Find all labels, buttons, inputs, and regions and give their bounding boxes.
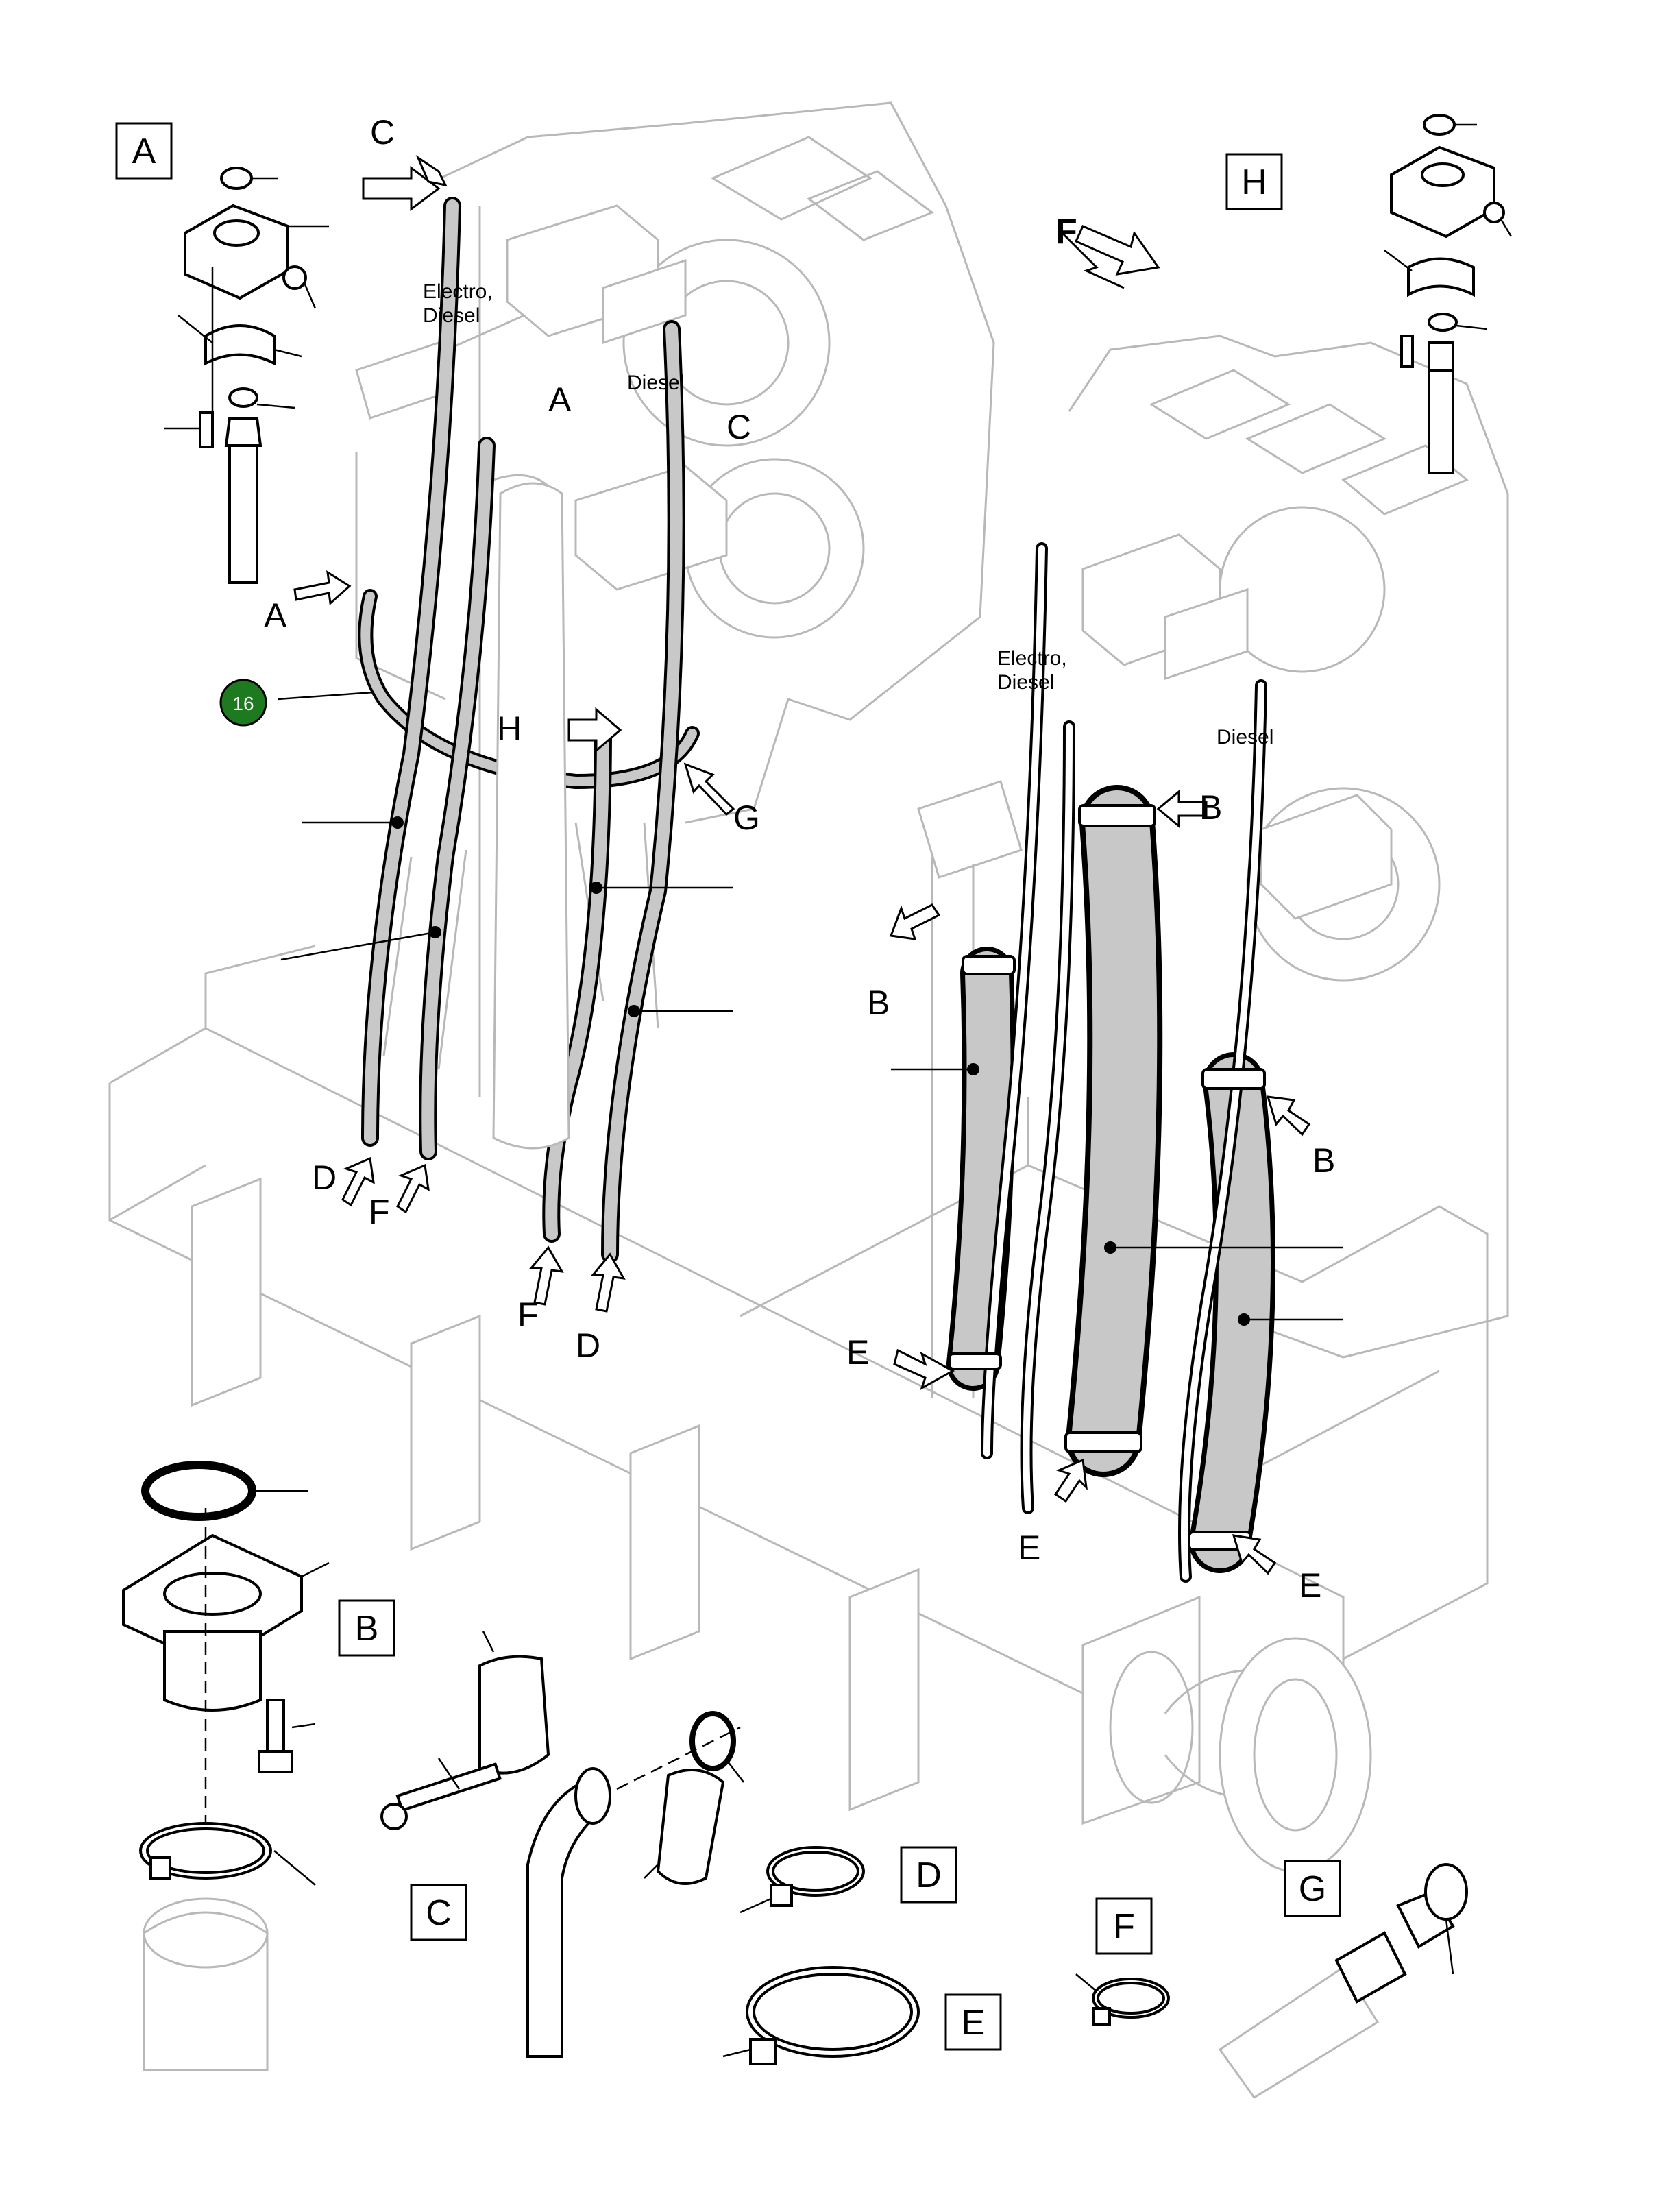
position-marker: 16 [219, 679, 267, 727]
detail-box-h: H [1225, 153, 1283, 210]
detail-e-clamp [722, 1966, 920, 2065]
callout-arrows [293, 154, 1311, 1575]
hoses [358, 197, 1275, 1583]
detail-box-d: D [900, 1846, 957, 1904]
note-diesel-right: Diesel [1217, 726, 1273, 749]
detail-box-b: B [338, 1599, 395, 1657]
callout-e-left: E [846, 1333, 869, 1372]
detail-a-parts [164, 167, 329, 584]
frame-rail [108, 945, 1489, 1873]
left-pump-housing [355, 101, 995, 1097]
leader-lines [277, 691, 1343, 1326]
right-pump-housing [917, 335, 1509, 1398]
detail-g-fitting [1218, 1863, 1468, 2100]
callout-b-right-left: B [867, 984, 890, 1022]
detail-box-f: F [1095, 1897, 1153, 1955]
callout-g-mid: G [733, 799, 760, 837]
callout-e-right: E [1299, 1566, 1321, 1605]
callout-d-left: D [312, 1158, 337, 1197]
callout-f-left: F [369, 1193, 390, 1231]
detail-box-c: C [410, 1884, 467, 1941]
callout-b-right-lower: B [1312, 1141, 1335, 1180]
direction-marker: F [1055, 212, 1077, 252]
callout-c-right: C [726, 408, 751, 446]
callout-a-left: A [264, 596, 287, 635]
note-electro-right-1: Electro, [997, 647, 1067, 670]
notes: Electro, Diesel Diesel Electro, Diesel D… [423, 280, 1273, 749]
callout-e-mid: E [1018, 1529, 1040, 1567]
detail-c-parts [380, 1631, 744, 2058]
detail-box-e-label: E [962, 2003, 986, 2043]
detail-box-g-label: G [1299, 1869, 1326, 1909]
note-electro-left-2: Diesel [423, 304, 480, 327]
detail-box-a: A [115, 122, 173, 180]
position-marker-number: 16 [232, 693, 254, 714]
direction-marker-label: F [1055, 212, 1077, 252]
detail-box-a-label: A [132, 132, 156, 171]
detail-d-clamp [740, 1846, 865, 1914]
detail-box-e: E [944, 1993, 1002, 2051]
detail-box-h-label: H [1241, 162, 1267, 202]
callout-f-mid: F [517, 1296, 539, 1334]
callout-b-right-upper: B [1199, 788, 1222, 827]
detail-h-parts [1384, 114, 1513, 474]
callout-letters: C C A A H G D F F D B B B E E E [264, 113, 1335, 1605]
detail-box-b-label: B [355, 1609, 379, 1649]
detail-b-parts [122, 1461, 330, 2071]
note-electro-right-2: Diesel [997, 671, 1054, 694]
detail-box-g: G [1284, 1860, 1341, 1917]
detail-box-f-label: F [1113, 1907, 1135, 1947]
callout-h-mid: H [497, 709, 522, 748]
detail-box-c-label: C [426, 1893, 452, 1933]
callout-c-top: C [370, 113, 395, 151]
note-diesel-left: Diesel [627, 372, 684, 394]
detail-box-d-label: D [916, 1856, 942, 1895]
callout-a-upper: A [548, 380, 572, 419]
detail-f-clamp [1075, 1973, 1170, 2026]
note-electro-left-1: Electro, [423, 280, 493, 303]
callout-d-mid: D [576, 1326, 600, 1365]
